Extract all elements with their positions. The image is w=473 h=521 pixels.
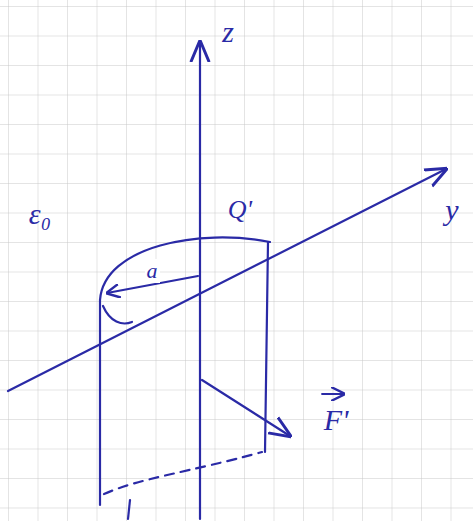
vector-mark — [322, 393, 344, 395]
cylinder-bottom — [104, 452, 262, 494]
force-arrow — [202, 380, 290, 436]
force-label: F' — [322, 404, 351, 436]
axis-label: z — [220, 16, 236, 48]
y-axis — [8, 169, 446, 391]
radius-label: a — [145, 259, 160, 283]
permittivity-label: ε₀ — [27, 198, 53, 230]
rim-curve — [103, 306, 132, 323]
charge-label: Q' — [226, 196, 254, 224]
axis-label: y — [443, 194, 460, 226]
z-axis — [199, 42, 201, 519]
cylinder-top — [100, 237, 270, 300]
hidden-edge — [128, 500, 130, 519]
cylinder-side — [99, 300, 101, 505]
